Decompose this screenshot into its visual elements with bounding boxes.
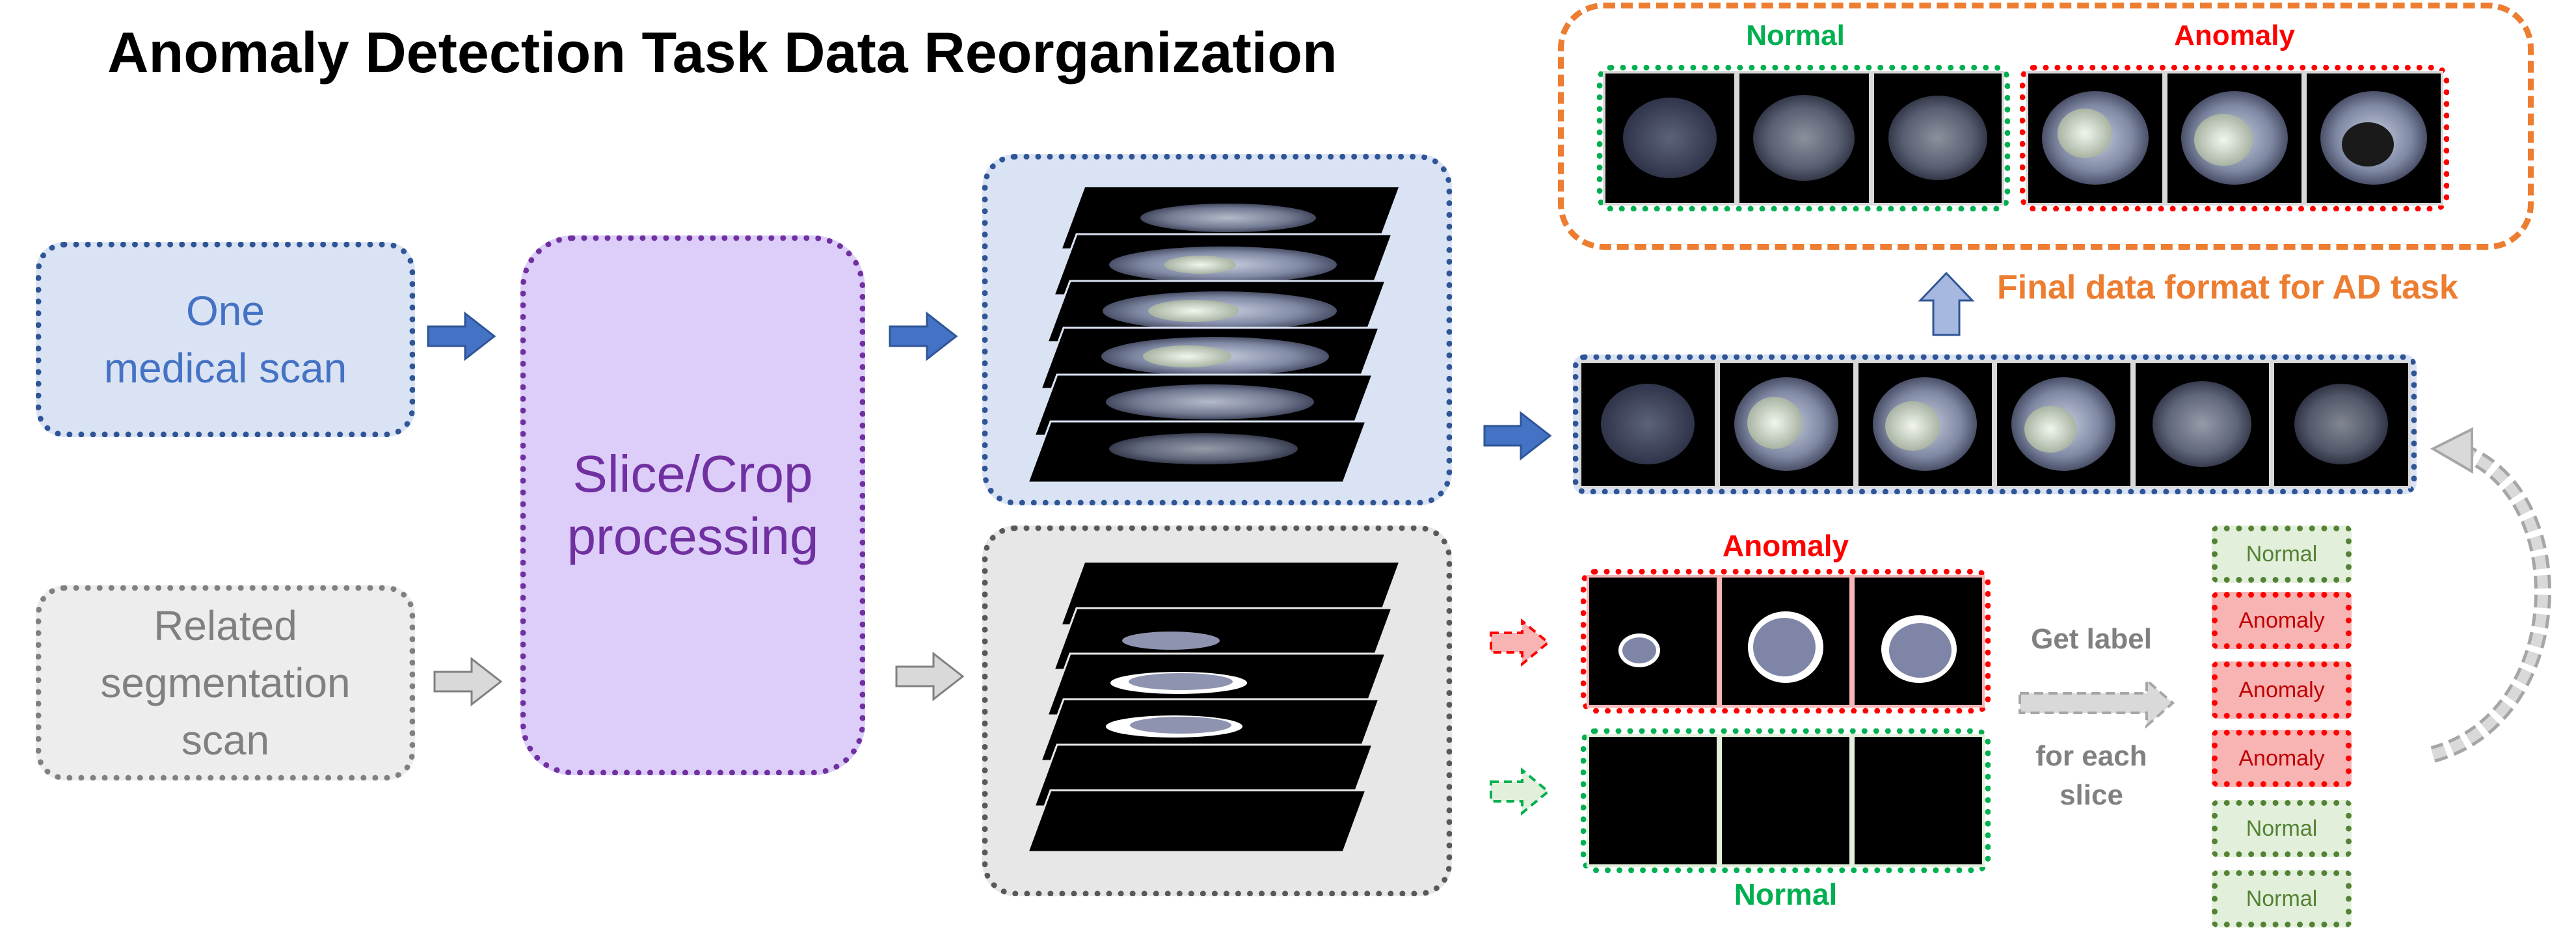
segmentation-scan-box: Related segmentation scan <box>36 585 415 780</box>
seg-mask-thumbnails <box>1618 611 1957 683</box>
seg-anomaly-group <box>1581 569 1991 713</box>
slice-label-tag: Normal <box>2212 800 2352 857</box>
medical-scan-label: One medical scan <box>103 287 347 392</box>
medical-scan-box: One medical scan <box>36 242 415 437</box>
final-normal-label: Normal <box>1746 20 1845 51</box>
seg-normal-label: Normal <box>1734 877 1838 911</box>
seg-normal-group <box>1581 728 1991 873</box>
seg-normal-slice-3 <box>1852 734 1985 867</box>
slice-label-tag: Anomaly <box>2212 730 2352 787</box>
get-label-arrow <box>2019 677 2175 729</box>
slice-label-tag: Anomaly <box>2212 661 2352 719</box>
normal-dashed-arrow <box>1490 767 1551 816</box>
segmentation-volume-stack <box>1026 563 1399 853</box>
slice-crop-label: Slice/Crop processing <box>567 445 819 565</box>
curved-feedback-arrow <box>2430 427 2551 763</box>
anomaly-dashed-arrow <box>1490 618 1551 667</box>
seg-normal-slice-2 <box>1719 734 1852 867</box>
segmentation-scan-label: Related segmentation scan <box>100 602 351 764</box>
final-anomaly-group <box>2020 65 2449 211</box>
final-anomaly-label: Anomaly <box>2174 20 2295 51</box>
sequence-brain-thumbnails <box>1601 377 2388 471</box>
slice-label-tag: Normal <box>2212 526 2352 583</box>
slice-crop-box: Slice/Crop processing <box>520 235 865 775</box>
image-volume-stack <box>1026 187 1399 484</box>
blue-arrows <box>427 271 1975 461</box>
final-brain-thumbnails <box>1623 91 2427 185</box>
for-each-slice-text: for each slice <box>2035 740 2147 811</box>
seg-anomaly-label: Anomaly <box>1722 529 1849 563</box>
slice-label-tag: Normal <box>2212 870 2352 927</box>
slice-label-tag: Anomaly <box>2212 592 2352 649</box>
gray-arrows <box>433 651 965 707</box>
final-normal-group <box>1597 65 2010 211</box>
get-label-text: Get label <box>2031 623 2152 655</box>
final-data-box <box>1558 3 2534 250</box>
seg-normal-slice-1 <box>1587 734 1719 867</box>
page-title: Anomaly Detection Task Data Reorganizati… <box>107 20 1337 85</box>
final-format-caption: Final data format for AD task <box>1997 269 2458 306</box>
